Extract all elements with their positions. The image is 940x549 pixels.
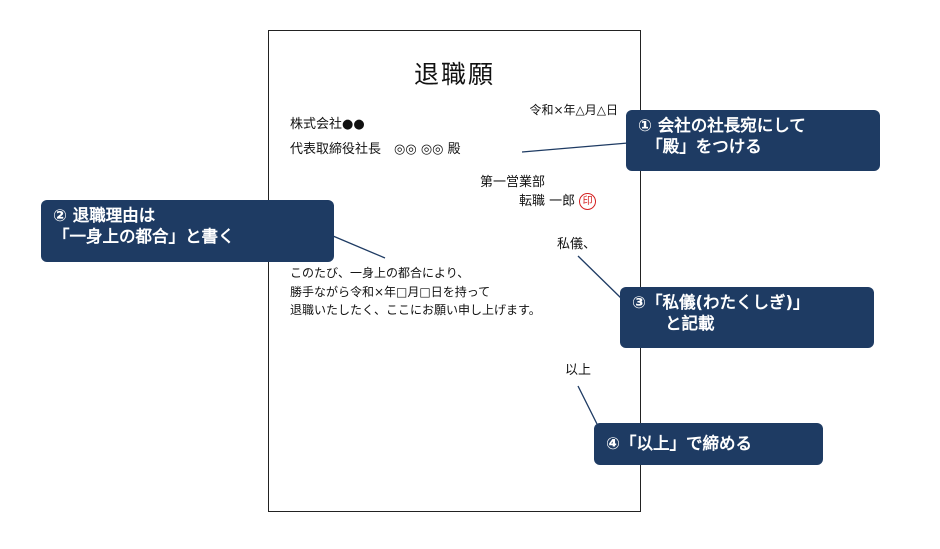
company-name: 株式会社●● [290, 117, 365, 132]
callout-line: と記載 [632, 314, 715, 333]
department: 第一営業部 [480, 175, 546, 190]
body-line: このたび、一身上の都合により、 [290, 266, 470, 280]
sender-name: 転職 一郎 [519, 194, 576, 209]
addressee: 代表取締役社長 ◎◎ ◎◎ 殿 [290, 142, 461, 157]
connector-line-2 [332, 235, 386, 259]
connector-line-3 [577, 255, 624, 301]
callout-closing-tip: ④「以上」で締める [594, 423, 823, 465]
sender-block: 転職 一郎印 [519, 190, 597, 210]
callout-addressee-tip: ① 会社の社長宛にして 「殿」をつける [626, 110, 880, 171]
callout-watakushi-tip: ③「私儀(わたくしぎ)」 と記載 [620, 287, 874, 348]
resignation-letter-paper: 退職願 令和×年△月△日 株式会社●● 代表取締役社長 ◎◎ ◎◎ 殿 第一営業… [268, 30, 641, 512]
letter-body: このたび、一身上の都合により、 勝手ながら令和×年□月□日を持って 退職いたした… [290, 264, 541, 320]
callout-reason-tip: ② 退職理由は 「一身上の都合」と書く [41, 200, 334, 262]
document-date: 令和×年△月△日 [529, 103, 618, 117]
connector-line-4 [577, 385, 598, 425]
connector-line-1 [521, 142, 629, 153]
callout-line: 「一身上の都合」と書く [53, 227, 235, 246]
callout-line: 「殿」をつける [638, 137, 762, 156]
closing-ijou: 以上 [565, 363, 592, 378]
callout-line: ③「私儀(わたくしぎ)」 [632, 293, 810, 312]
body-line: 退職いたしたく、ここにお願い申し上げます。 [290, 303, 541, 317]
callout-line: ④「以上」で締める [606, 434, 752, 453]
watakushi-label: 私儀、 [557, 237, 597, 252]
body-line: 勝手ながら令和×年□月□日を持って [290, 284, 491, 299]
callout-line: ② 退職理由は [53, 206, 156, 225]
seal-stamp-icon: 印 [579, 193, 597, 210]
callout-line: ① 会社の社長宛にして [638, 116, 806, 135]
document-title: 退職願 [413, 60, 495, 89]
